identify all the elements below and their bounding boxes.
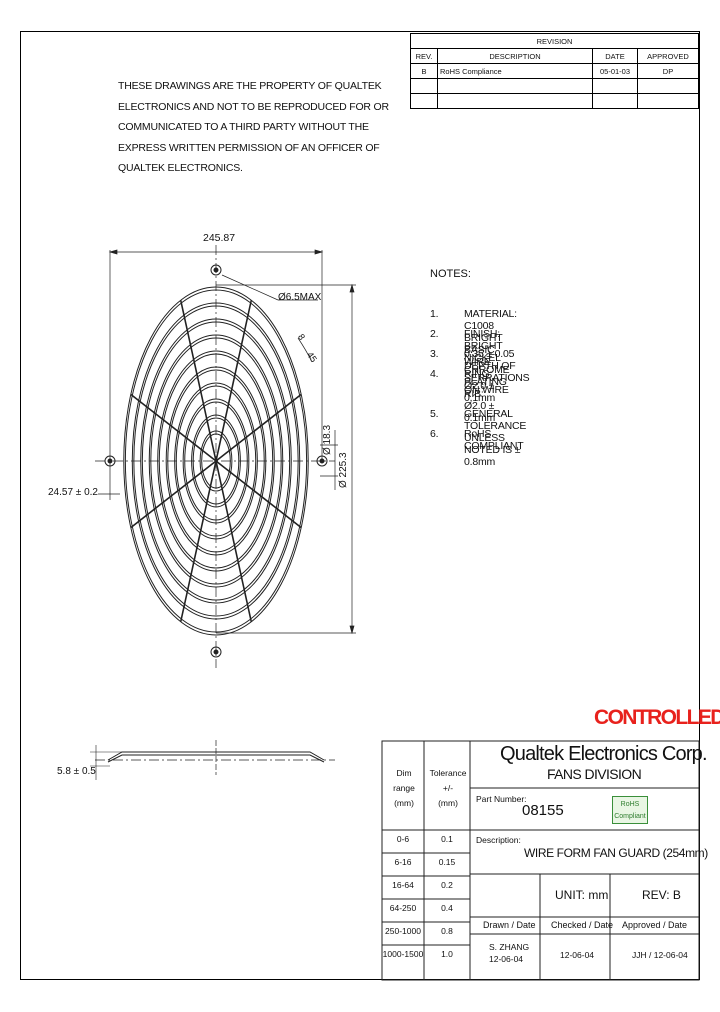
controlled-stamp: CONTROLLED <box>594 706 720 729</box>
tol-header-line: (mm) <box>394 798 414 808</box>
tol-range: 250-1000 <box>385 926 421 936</box>
tol-value: 0.15 <box>438 857 456 867</box>
tol-range: 6-16 <box>394 857 412 867</box>
notice-line: QUALTEK ELECTRONICS. <box>118 162 243 174</box>
notes-title: NOTES: <box>430 268 471 280</box>
note-number: 6. <box>430 428 439 440</box>
dim-hole: Ø6.5MAX <box>278 292 322 303</box>
description-label: Description: <box>476 835 521 845</box>
note-text: RoHS COMPLIANT <box>464 428 524 452</box>
drawing-frame <box>20 31 700 980</box>
tol-range: 64-250 <box>389 903 417 913</box>
revision-table: REVISION REV. DESCRIPTION DATE APPROVED … <box>410 33 699 109</box>
tol-value: 0.2 <box>441 880 453 890</box>
notice-line: COMMUNICATED TO A THIRD PARTY WITHOUT TH… <box>118 121 369 133</box>
property-notice: THESE DRAWINGS ARE THE PROPERTY OF QUALT… <box>118 76 389 179</box>
dim-inner-dia: Ø 18.3 <box>322 424 333 455</box>
rohs-badge: RoHS Compliant <box>612 796 648 824</box>
table-row <box>410 93 699 109</box>
checked-label: Checked / Date <box>551 920 614 930</box>
guard-rib <box>215 393 302 462</box>
tol-header-line: Tolerance <box>429 768 467 778</box>
dim-height: 5.8 ± 0.5 <box>57 766 96 777</box>
drawn-by: S. ZHANG <box>489 942 530 952</box>
tol-value: 0.4 <box>441 903 453 913</box>
notice-line: EXPRESS WRITTEN PERMISSION OF AN OFFICER… <box>118 141 380 154</box>
part-number-label: Part Number: <box>476 794 527 804</box>
rohs-badge-line: Compliant <box>614 813 646 820</box>
dim-offset: 24.57 ± 0.2 <box>48 487 98 498</box>
note-number: 4. <box>430 368 439 380</box>
tol-range: 1000-1500 <box>382 949 424 959</box>
guard-rib <box>215 300 253 462</box>
checked-date: 12-06-04 <box>560 950 595 960</box>
note-number: 1. <box>430 308 439 320</box>
note-text: GENERAL TOLERANCE UNLESS NOTED IS ± 0.8m… <box>464 408 527 468</box>
note-text: MATERIAL: C1008 BRIGHT BASIC WIRE <box>464 308 517 368</box>
note-number: 3. <box>430 348 439 360</box>
guard-rib <box>215 460 302 529</box>
note-text: FINISH: BRIGHT NICKEL CHROME PLATING <box>464 328 510 388</box>
approved-label: Approved / Date <box>622 920 688 930</box>
rev: REV: B <box>642 888 681 902</box>
note-number: 2. <box>430 328 439 340</box>
part-number: 08155 <box>522 802 564 819</box>
approved-by: JJH / 12-06-04 <box>632 950 688 960</box>
tol-value: 0.8 <box>441 926 453 936</box>
guard-rib <box>179 460 217 622</box>
note-text: 0.35 ± 0.05 DEPTH OF SERRATIONS ON WIRE <box>464 348 530 396</box>
tol-value-header: Tolerance +/- (mm) <box>426 766 470 811</box>
guard-rib <box>179 300 217 462</box>
tol-value: 0.1 <box>441 834 453 844</box>
tol-header-line: (mm) <box>438 798 458 808</box>
tol-value: 1.0 <box>441 949 453 959</box>
company-name: Qualtek Electronics Corp. <box>500 743 708 765</box>
dim-width: 245.87 <box>203 232 236 244</box>
tol-header-line: +/- <box>442 783 454 793</box>
guard-rib <box>215 460 253 622</box>
note-text: RING: Ø2.0 ± 0.1mm <box>464 368 496 404</box>
unit: UNIT: mm <box>555 888 609 902</box>
table-row <box>410 78 699 94</box>
dim-outer-dia: Ø 225.3 <box>338 452 349 488</box>
note-text: RIB: Ø2.0 ± 0.1mm <box>464 388 496 424</box>
drawn-label: Drawn / Date <box>483 920 536 930</box>
guard-rib <box>130 460 217 529</box>
drawn-date: 12-06-04 <box>489 954 524 964</box>
tol-header-line: Dim <box>396 768 412 778</box>
tol-header-line: range <box>393 783 415 793</box>
description: WIRE FORM FAN GUARD (254mm) <box>524 846 708 860</box>
note-number: 5. <box>430 408 439 420</box>
division-name: FANS DIVISION <box>547 766 642 782</box>
notice-line: ELECTRONICS AND NOT TO BE REPRODUCED FOR… <box>118 100 389 113</box>
tol-dim-header: Dim range (mm) <box>384 766 424 811</box>
rohs-badge-line: RoHS <box>620 801 640 808</box>
notice-line: THESE DRAWINGS ARE THE PROPERTY OF QUALT… <box>118 80 382 92</box>
tol-range: 0-6 <box>396 834 410 844</box>
tol-range: 16-64 <box>392 880 414 890</box>
guard-rib <box>130 393 217 462</box>
